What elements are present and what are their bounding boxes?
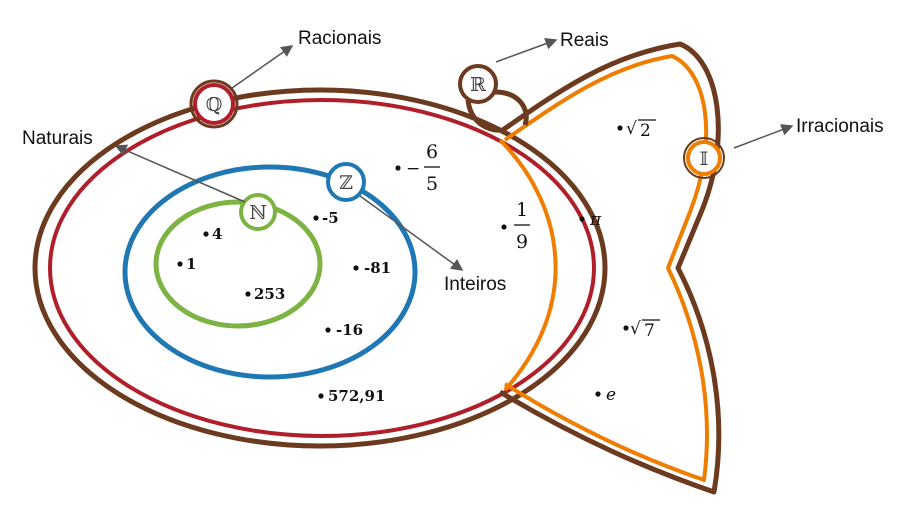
rational-symbol: ℚ <box>206 94 223 116</box>
svg-text:4: 4 <box>212 225 222 243</box>
svg-text:6: 6 <box>426 141 438 163</box>
irrational-sqrt-2: √ 2 <box>617 119 656 141</box>
rational-set-ring <box>48 98 596 438</box>
irrational-inner-edge <box>498 138 558 392</box>
irracionais-label: Irracionais <box>796 116 884 137</box>
natural-number-253: 253 <box>245 285 285 303</box>
rational-number-minus-6-5: − 6 5 <box>395 141 440 195</box>
irracionais-arrow <box>733 124 794 149</box>
integer-set-ring <box>122 164 418 380</box>
natural-set-ring <box>153 199 323 329</box>
svg-text:1: 1 <box>516 199 528 221</box>
reais-label: Reais <box>560 30 609 51</box>
irrational-sqrt-7: √ 7 <box>623 319 660 341</box>
naturais-arrow <box>114 144 246 203</box>
natural-number-4: 4 <box>203 225 222 243</box>
svg-text:253: 253 <box>254 285 285 303</box>
svg-text:7: 7 <box>644 321 655 341</box>
svg-text:5: 5 <box>426 173 438 195</box>
natural-symbol: ℕ <box>249 202 266 224</box>
svg-text:-16: -16 <box>336 321 363 339</box>
integer-number-minus-81: -81 <box>353 259 391 277</box>
svg-text:1: 1 <box>186 255 196 273</box>
svg-text:-5: -5 <box>322 209 339 227</box>
real-numbers-body-outline <box>32 87 608 449</box>
naturais-label: Naturais <box>22 128 93 149</box>
rational-badge: ℚ <box>189 79 239 129</box>
svg-text:9: 9 <box>516 231 528 253</box>
irrational-pi: π <box>579 210 602 230</box>
integer-symbol: ℤ <box>339 172 353 194</box>
real-numbers-tail-outline <box>498 41 722 495</box>
svg-text:e: e <box>606 385 616 405</box>
svg-text:2: 2 <box>640 121 651 141</box>
irrational-e: e <box>595 385 616 405</box>
real-badge-connector <box>465 89 529 133</box>
rational-number-1-9: 1 9 <box>501 199 530 253</box>
integer-number-minus-16: -16 <box>325 321 363 339</box>
svg-text:π: π <box>589 210 602 230</box>
irrational-set-ring <box>503 54 709 482</box>
svg-text:√: √ <box>630 319 641 339</box>
svg-text:-81: -81 <box>364 259 391 277</box>
real-symbol: ℝ <box>470 74 486 96</box>
natural-badge: ℕ <box>239 193 277 231</box>
racionais-arrow <box>231 45 294 89</box>
integer-badge: ℤ <box>326 162 366 202</box>
inteiros-label: Inteiros <box>444 274 506 295</box>
reais-arrow <box>495 37 558 63</box>
svg-text:√: √ <box>626 119 637 139</box>
real-badge: ℝ <box>458 64 498 104</box>
inteiros-arrow <box>359 195 464 271</box>
integer-number-minus-5: -5 <box>313 209 339 227</box>
natural-number-1: 1 <box>177 255 196 273</box>
svg-text:572,91: 572,91 <box>328 387 385 405</box>
rational-number-572-91: 572,91 <box>318 387 385 405</box>
irrational-badge: 𝕀 <box>683 137 725 179</box>
racionais-label: Racionais <box>298 28 381 49</box>
irrational-symbol: 𝕀 <box>700 148 709 170</box>
svg-text:−: − <box>406 159 420 179</box>
